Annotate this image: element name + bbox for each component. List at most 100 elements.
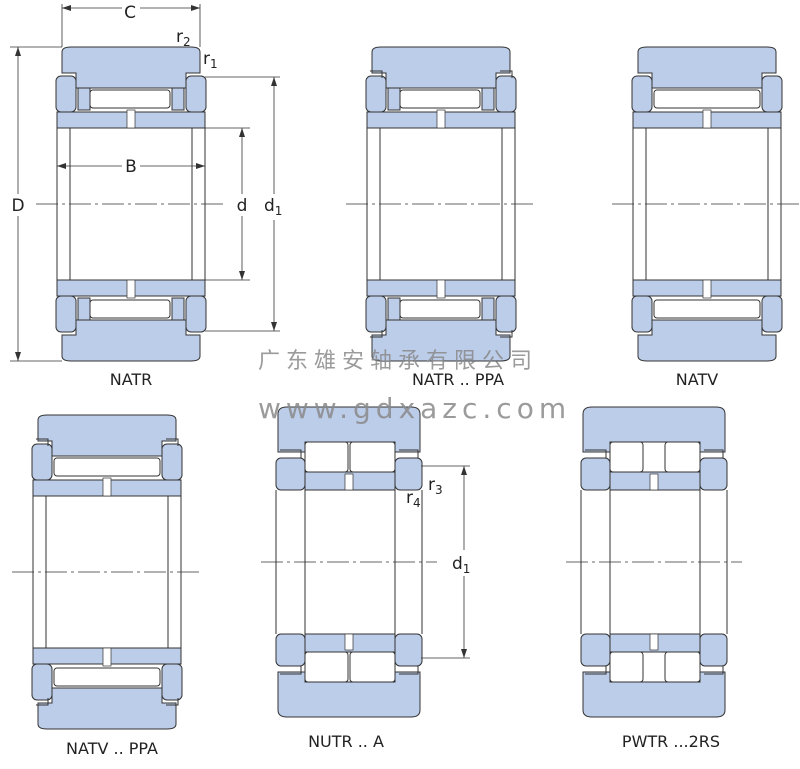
roller xyxy=(53,457,161,477)
washer xyxy=(495,75,517,113)
label-nutr-a: NUTR .. A xyxy=(308,732,384,751)
cage xyxy=(77,297,91,321)
roller xyxy=(349,441,396,473)
seal-lip xyxy=(399,666,419,675)
seal-lip xyxy=(36,698,49,706)
side-flange xyxy=(699,457,728,491)
outer-ring xyxy=(37,414,177,457)
lube-hole xyxy=(102,477,112,497)
outer-ring xyxy=(277,671,421,718)
arrow-head xyxy=(15,47,21,56)
watermark-company: 广东雄安轴承有限公司 xyxy=(258,349,538,374)
roller xyxy=(349,651,396,683)
lube-hole xyxy=(126,279,136,299)
seal-lip xyxy=(585,449,607,458)
seal-lip xyxy=(704,666,724,675)
bearing-pwtr-2rs xyxy=(566,406,742,718)
cage xyxy=(481,87,495,111)
dim-r1: r1 xyxy=(203,49,218,71)
roller xyxy=(664,651,701,683)
washer xyxy=(31,443,53,481)
washer xyxy=(31,663,53,701)
dim-r3: r3 xyxy=(428,475,443,497)
outer-ring xyxy=(637,319,777,362)
washer xyxy=(365,295,387,333)
washer xyxy=(161,663,183,701)
lube-hole xyxy=(436,109,446,129)
seal-lip xyxy=(500,70,513,78)
label-natv: NATV xyxy=(676,370,718,389)
roller xyxy=(653,89,761,109)
lube-hole xyxy=(344,473,354,491)
lube-hole xyxy=(436,279,446,299)
side-flange xyxy=(394,633,423,667)
arrow-head xyxy=(15,352,21,361)
side-flange xyxy=(580,457,611,491)
label-natr: NATR xyxy=(110,370,153,389)
washer xyxy=(761,75,783,113)
roller xyxy=(399,89,481,109)
outer-ring xyxy=(637,46,777,89)
washer xyxy=(161,443,183,481)
dim-d1-nutr: d1 xyxy=(452,554,470,576)
outer-ring xyxy=(371,319,511,362)
arrow-head xyxy=(461,649,467,658)
lube-hole xyxy=(102,647,112,667)
dim-d1: d1 xyxy=(264,196,282,218)
outer-ring xyxy=(61,46,201,89)
seal-lip xyxy=(704,449,724,458)
seal-lip xyxy=(500,330,513,338)
arrow-head xyxy=(196,163,205,169)
seal-lip xyxy=(166,698,179,706)
cage xyxy=(171,297,185,321)
bearing-natv xyxy=(612,46,800,362)
seal-lip xyxy=(370,330,383,338)
dim-b: B xyxy=(125,157,137,177)
label-natr-ppa: NATR .. PPA xyxy=(412,370,504,389)
side-flange xyxy=(275,457,306,491)
label-natv-ppa: NATV .. PPA xyxy=(66,739,158,758)
dim-d-bore: d xyxy=(237,196,248,216)
bearing-natr xyxy=(36,46,226,362)
lube-hole xyxy=(344,633,354,651)
lube-hole xyxy=(126,109,136,129)
dim-d-outer: D xyxy=(11,196,24,216)
dim-r2: r2 xyxy=(176,27,191,49)
outer-ring xyxy=(37,687,177,730)
seal-lip xyxy=(585,666,607,675)
washer xyxy=(495,295,517,333)
washer xyxy=(365,75,387,113)
bearing-natr-ppa xyxy=(346,46,536,362)
roller xyxy=(399,299,481,319)
roller xyxy=(304,651,349,683)
arrow-head xyxy=(461,466,467,475)
outer-ring xyxy=(371,46,511,89)
washer xyxy=(185,75,207,113)
label-pwtr-2rs: PWTR ...2RS xyxy=(622,732,720,751)
roller xyxy=(89,299,171,319)
washer xyxy=(631,75,653,113)
arrow-head xyxy=(191,5,200,11)
seal-lip xyxy=(166,438,179,446)
bearing-natv-ppa xyxy=(12,414,202,730)
lube-hole xyxy=(649,633,659,651)
roller xyxy=(609,651,644,683)
bearing-nutr-a xyxy=(261,406,437,718)
side-flange xyxy=(699,633,728,667)
roller xyxy=(609,441,644,473)
seal-lip xyxy=(280,666,302,675)
arrow-head xyxy=(271,77,277,86)
watermark-url: www.gdxazc.com xyxy=(258,392,571,425)
cage xyxy=(387,87,401,111)
seal-lip xyxy=(370,70,383,78)
dim-c: C xyxy=(124,3,136,23)
washer xyxy=(55,295,77,333)
washer xyxy=(631,295,653,333)
side-flange xyxy=(394,457,423,491)
roller xyxy=(89,89,171,109)
arrow-head xyxy=(239,271,245,280)
cage xyxy=(387,297,401,321)
seal-lip xyxy=(399,449,419,458)
lube-hole xyxy=(702,279,712,299)
roller xyxy=(664,441,701,473)
